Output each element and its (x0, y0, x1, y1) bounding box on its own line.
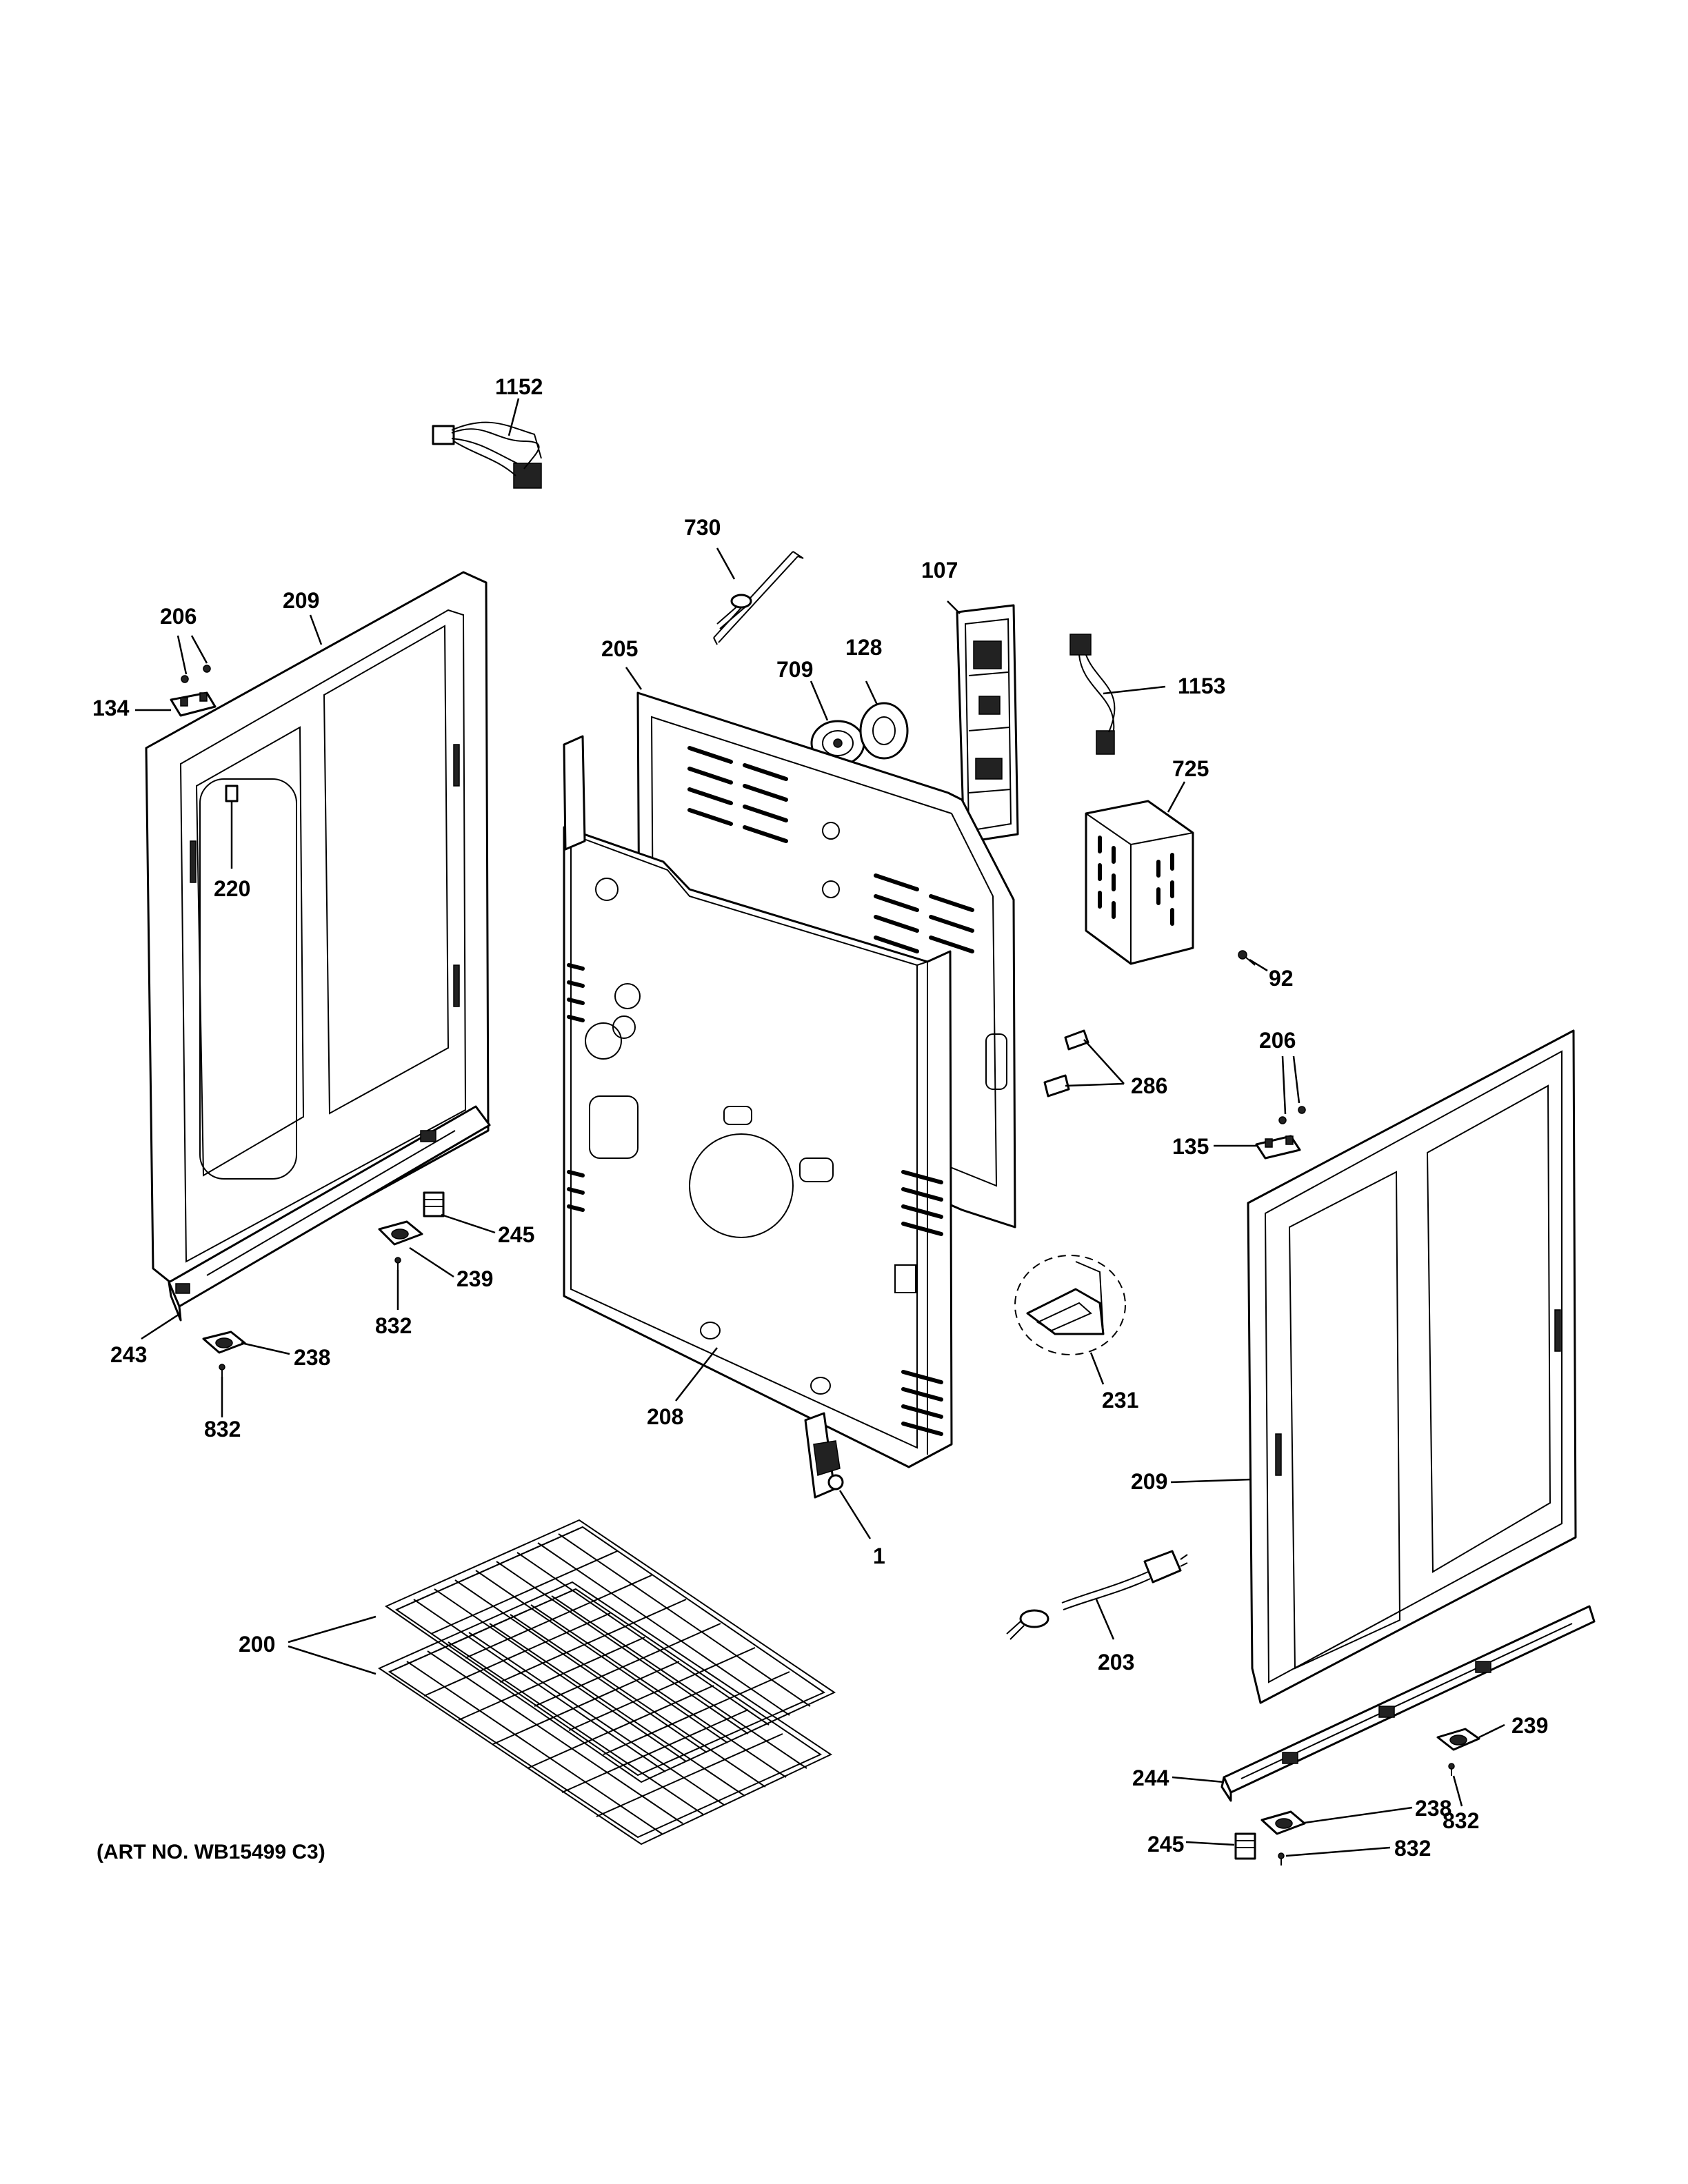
callout-244: 244 (1132, 1766, 1169, 1790)
callout-243: 243 (110, 1342, 147, 1367)
wire-harness-1153[interactable] (1069, 634, 1116, 755)
screw-206-left[interactable] (181, 665, 211, 683)
callout-709: 709 (776, 657, 813, 682)
leveling-leg-245-left[interactable] (423, 1191, 445, 1217)
leveler-foot-238-right[interactable] (1260, 1810, 1306, 1835)
callout-206-left: 206 (160, 604, 197, 629)
callout-231: 231 (1102, 1388, 1138, 1413)
callout-203: 203 (1098, 1650, 1134, 1675)
bracket-231[interactable] (1014, 1255, 1126, 1355)
oven-cavity-208[interactable] (563, 735, 953, 1468)
callout-1152: 1152 (495, 374, 543, 399)
screw-92[interactable] (1238, 950, 1256, 966)
leveler-foot-239-left[interactable] (378, 1220, 423, 1246)
callout-245-right: 245 (1147, 1832, 1184, 1857)
leveling-leg-245-right[interactable] (1234, 1832, 1256, 1860)
clip-220[interactable] (225, 785, 239, 802)
callout-832-d: 832 (1394, 1836, 1431, 1861)
callout-245-left: 245 (498, 1222, 534, 1247)
hinge-bracket-135[interactable] (1255, 1135, 1301, 1160)
callout-1: 1 (873, 1544, 885, 1568)
callout-92: 92 (1269, 966, 1294, 991)
callout-238-left: 238 (294, 1345, 330, 1370)
callout-239-right: 239 (1511, 1713, 1548, 1738)
callout-220: 220 (214, 876, 250, 901)
screw-832-a[interactable] (394, 1257, 401, 1270)
callout-200: 200 (239, 1632, 275, 1657)
wire-harness-1152[interactable] (432, 421, 542, 489)
callout-730: 730 (684, 515, 721, 540)
callout-labels: 1152 730 107 206 209 134 205 709 128 115… (92, 374, 1548, 1861)
power-cord-203[interactable] (1006, 1550, 1188, 1640)
callout-205: 205 (601, 636, 638, 661)
screw-206-right[interactable] (1278, 1106, 1306, 1124)
side-panel-left-209[interactable] (145, 571, 490, 1297)
callout-832-c: 832 (1443, 1808, 1479, 1833)
callout-107: 107 (921, 558, 958, 583)
callout-135: 135 (1172, 1134, 1209, 1159)
callout-209-right: 209 (1131, 1469, 1167, 1494)
callout-725: 725 (1172, 756, 1209, 781)
screw-832-b[interactable] (219, 1364, 225, 1377)
callout-286: 286 (1131, 1073, 1167, 1098)
leveler-foot-238-left[interactable] (202, 1331, 246, 1354)
control-board-107[interactable] (956, 604, 1019, 844)
oven-sensor-730[interactable] (713, 551, 804, 645)
latch-1[interactable] (804, 1412, 844, 1499)
callout-832-a: 832 (375, 1313, 412, 1338)
side-panel-right-209[interactable] (1247, 1029, 1577, 1704)
art-number-caption: (ART NO. WB15499 C3) (97, 1841, 325, 1863)
callout-1153: 1153 (1178, 674, 1225, 698)
callout-208: 208 (647, 1404, 683, 1429)
screw-832-d[interactable] (1278, 1852, 1285, 1866)
callout-832-b: 832 (204, 1417, 241, 1442)
callout-239-left: 239 (456, 1266, 493, 1291)
bracket-286[interactable] (1043, 1029, 1089, 1098)
callout-238-right: 238 (1415, 1796, 1451, 1821)
oven-racks-200[interactable] (377, 1519, 836, 1846)
bracket-box-725[interactable] (1085, 800, 1194, 965)
callout-209-left: 209 (283, 588, 319, 613)
callout-128: 128 (845, 635, 882, 660)
insulation-ring-128[interactable] (859, 702, 909, 760)
callout-134: 134 (92, 696, 130, 720)
screw-832-c[interactable] (1448, 1763, 1455, 1776)
base-rail-left-243[interactable] (168, 1105, 491, 1322)
leader-lines (135, 398, 1505, 1857)
callout-206-right: 206 (1259, 1028, 1296, 1053)
hinge-bracket-134[interactable] (170, 691, 217, 717)
leveler-foot-239-right[interactable] (1436, 1728, 1480, 1751)
base-rail-right-244[interactable] (1220, 1605, 1596, 1802)
